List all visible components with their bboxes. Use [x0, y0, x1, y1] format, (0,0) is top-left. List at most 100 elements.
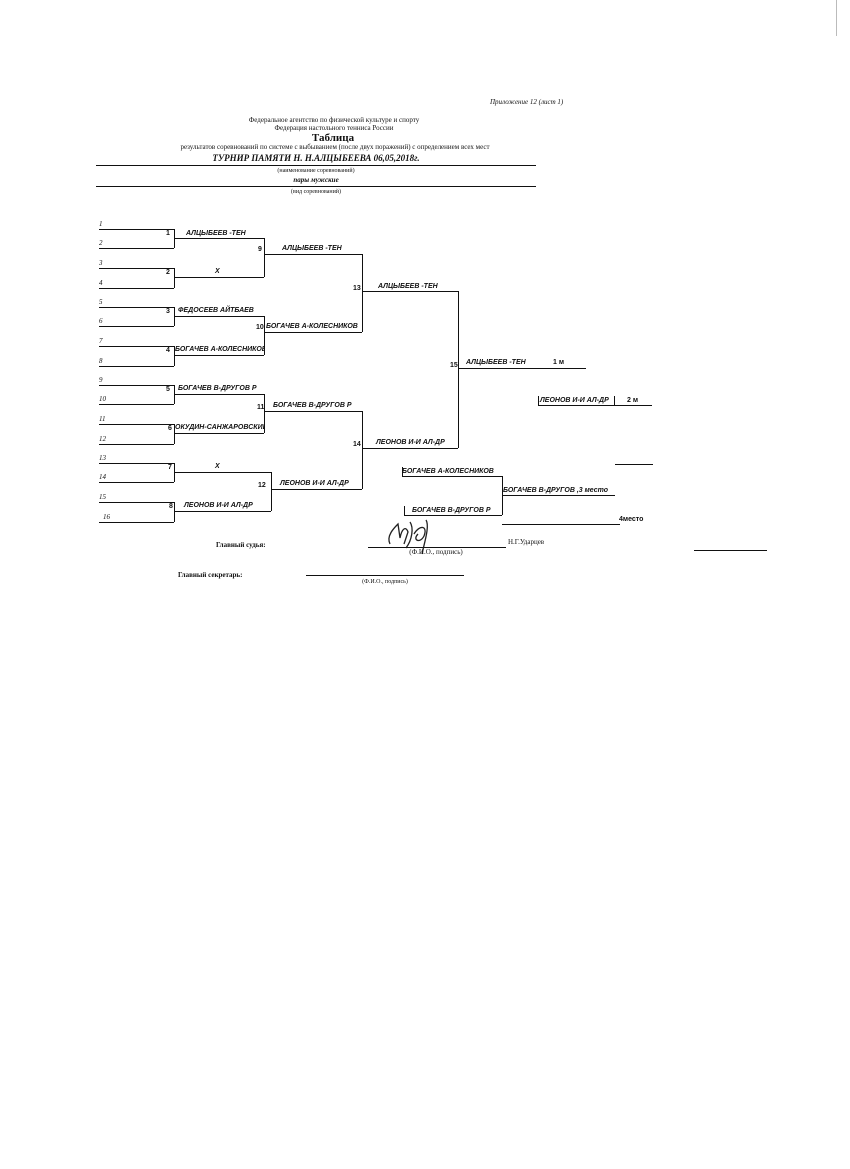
- winner-name: Х: [215, 268, 220, 275]
- slot-line: [99, 268, 174, 269]
- slot-line: [99, 502, 174, 503]
- agency-line: Федеральное агентство по физической куль…: [248, 116, 420, 124]
- bracket-connector: [458, 291, 459, 448]
- match-number: 9: [258, 246, 262, 253]
- second-place-line: [538, 405, 652, 406]
- slot-line: [99, 346, 174, 347]
- match-number: 6: [168, 425, 172, 432]
- third-place-winner: БОГАЧЕВ В-ДРУГОВ ,3 место: [503, 487, 609, 494]
- second-place-name: ЛЕОНОВ И-И АЛ-ДР: [540, 397, 609, 404]
- judge-label: Главный судья:: [216, 541, 266, 549]
- bracket-connector: [264, 238, 265, 277]
- slot-label: 16: [103, 513, 110, 521]
- slot-label: 10: [99, 395, 106, 403]
- match-number: 12: [258, 482, 266, 489]
- second-place-bracket: [614, 396, 615, 406]
- winner-line: [174, 394, 264, 395]
- slot-line: [99, 444, 174, 445]
- bracket-connector: [264, 394, 265, 433]
- third-match-bracket: [404, 506, 405, 515]
- slot-line: [99, 404, 174, 405]
- winner-line: [174, 238, 264, 239]
- match-number: 14: [353, 441, 361, 448]
- slot-line: [99, 229, 174, 230]
- match-number: 11: [257, 404, 265, 411]
- judge-signature: [388, 519, 428, 555]
- secretary-signature-line: [306, 575, 464, 576]
- champion-name: АЛЦЫБЕЕВ -ТЕН: [466, 359, 526, 366]
- competition-name: ТУРНИР ПАМЯТИ Н. Н.АЛЦЫБЕЕВА 06,05,2018г…: [212, 153, 420, 163]
- match-number: 13: [353, 285, 361, 292]
- third-match-bracket: [402, 467, 403, 476]
- winner-line: [362, 448, 458, 449]
- secretary-caption: (Ф.И.О., подпись): [362, 579, 408, 585]
- winner-line: [174, 433, 264, 434]
- slot-line: [99, 248, 174, 249]
- winner-name: БОГАЧЕВ В-ДРУГОВ Р: [273, 402, 352, 409]
- judge-name: Н.Г.Ударцев: [508, 538, 545, 546]
- bracket-connector: [264, 316, 265, 355]
- judge-signature-line: [368, 547, 506, 548]
- slot-line: [99, 522, 174, 523]
- slot-line: [99, 424, 174, 425]
- slot-label: 15: [99, 493, 106, 501]
- bracket-connector: [271, 472, 272, 511]
- winner-line: [174, 511, 271, 512]
- winner-line: [362, 291, 458, 292]
- winner-name: АЛЦЫБЕЕВ -ТЕН: [282, 245, 342, 252]
- federation-line: Федерация настольного тенниса России: [274, 124, 394, 132]
- third-match-line: [404, 515, 502, 516]
- third-match-bottom: БОГАЧЕВ В-ДРУГОВ Р: [412, 507, 491, 514]
- bracket-connector: [174, 502, 175, 522]
- slot-label: 12: [99, 435, 106, 443]
- fourth-place-line: [502, 524, 620, 525]
- competition-caption: (наименование соревнований): [277, 168, 355, 174]
- slot-label: 3: [99, 259, 103, 267]
- match-number: 10: [256, 324, 264, 331]
- winner-name: ФЕДОСЕЕВ АЙТБАЕВ: [178, 307, 254, 314]
- winner-line: [264, 332, 362, 333]
- slot-label: 6: [99, 317, 103, 325]
- winner-line: [174, 472, 271, 473]
- match-number: 4: [166, 347, 170, 354]
- slot-label: 9: [99, 376, 103, 384]
- winner-line: [264, 254, 362, 255]
- slot-label: 1: [99, 220, 103, 228]
- bracket-connector: [174, 346, 175, 366]
- winner-name: БОГАЧЕВ А-КОЛЕСНИКОВ: [175, 346, 264, 353]
- slot-line: [99, 307, 174, 308]
- match-number: 2: [166, 269, 170, 276]
- second-place-bracket: [538, 396, 539, 406]
- match-number: 1: [166, 230, 170, 237]
- winner-line: [174, 316, 264, 317]
- winner-line: [174, 277, 264, 278]
- winner-name: АЛЦЫБЕЕВ -ТЕН: [186, 230, 246, 237]
- slot-line: [99, 482, 174, 483]
- slot-label: 11: [99, 415, 106, 423]
- winner-line: [271, 489, 362, 490]
- match-number: 5: [166, 386, 170, 393]
- match-number: 15: [450, 362, 458, 369]
- bracket-connector: [362, 411, 363, 489]
- slot-label: 4: [99, 279, 103, 287]
- slot-label: 2: [99, 239, 103, 247]
- fourth-place-label: 4место: [619, 516, 644, 523]
- slot-label: 7: [99, 337, 103, 345]
- event-underline: [96, 186, 536, 187]
- winner-name: ЛЕОНОВ И-И АЛ-ДР: [184, 502, 253, 509]
- event-name: пары мужские: [293, 176, 339, 184]
- second-place-label: 2 м: [627, 397, 639, 404]
- judge-caption: (Ф.И.О., подпись): [409, 548, 463, 556]
- third-place-line: [502, 495, 615, 496]
- slot-line: [99, 463, 174, 464]
- third-match-line: [402, 476, 502, 477]
- winner-name: ЛЕОНОВ И-И АЛ-ДР: [376, 439, 445, 446]
- winner-name: БОГАЧЕВ А-КОЛЕСНИКОВ: [266, 323, 358, 330]
- document-title: Таблица: [311, 132, 355, 144]
- scan-edge-mark: [836, 0, 837, 36]
- slot-label: 14: [99, 473, 106, 481]
- winner-line: [264, 411, 362, 412]
- winner-name: АЛЦЫБЕЕВ -ТЕН: [378, 283, 438, 290]
- appendix-note: Приложение 12 (лист 1): [490, 98, 564, 106]
- blank-line: [615, 464, 653, 465]
